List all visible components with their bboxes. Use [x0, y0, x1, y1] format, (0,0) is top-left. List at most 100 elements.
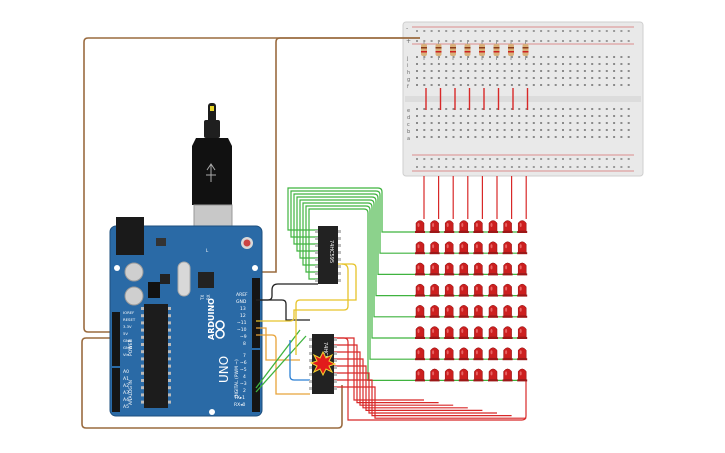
- led-matrix[interactable]: [415, 220, 528, 382]
- breadboard-hole: [481, 122, 484, 124]
- rail-hole: [540, 166, 543, 168]
- rail-hole: [627, 158, 630, 160]
- breadboard-hole: [445, 70, 448, 72]
- rail-hole: [489, 166, 491, 168]
- breadboard-hole: [416, 122, 418, 124]
- led: [415, 326, 425, 338]
- led: [430, 368, 439, 380]
- breadboard-hole: [562, 77, 564, 79]
- led: [488, 305, 498, 317]
- led-highlight: [519, 307, 522, 312]
- breadboard-hole: [459, 115, 462, 117]
- breadboard-hole: [510, 84, 513, 86]
- led: [474, 326, 483, 338]
- breadboard-hole: [489, 56, 491, 58]
- breadboard-hole: [474, 122, 477, 124]
- breadboard-hole: [598, 63, 601, 65]
- resistor-band: [464, 47, 471, 49]
- rail-hole: [598, 166, 601, 168]
- mcu-pin: [141, 335, 144, 339]
- breadboard-hole: [416, 129, 418, 131]
- rail-hole: [467, 158, 470, 160]
- breadboard-hole: [547, 122, 550, 124]
- led: [474, 220, 483, 232]
- rail-hole: [620, 158, 623, 160]
- resistor-body: [450, 44, 456, 56]
- breadboard-hole: [452, 122, 455, 124]
- led: [517, 262, 527, 274]
- rail-hole: [437, 30, 440, 32]
- breadboard-hole: [452, 70, 455, 72]
- brown-wire-inner: [262, 37, 420, 273]
- rail-hole: [459, 40, 462, 42]
- breadboard-hole: [613, 56, 616, 58]
- rail-hole: [605, 158, 608, 160]
- breadboard-hole: [510, 108, 513, 110]
- led: [444, 368, 454, 380]
- atmega-mcu: [144, 304, 168, 408]
- led: [415, 241, 425, 253]
- rail-hole: [591, 40, 594, 42]
- led: [488, 283, 498, 295]
- digital-header-bottom: [252, 350, 260, 412]
- led-highlight: [475, 371, 478, 376]
- led-base: [415, 273, 425, 276]
- breadboard-hole: [481, 129, 484, 131]
- breadboard-hole: [518, 108, 521, 110]
- breadboard-hole: [423, 115, 426, 117]
- breadboard-hole: [496, 56, 499, 58]
- rail-hole: [423, 166, 426, 168]
- breadboard[interactable]: - + j i h g f e d c b a: [402, 21, 644, 177]
- breadboard-hole: [525, 122, 528, 124]
- pin-label: AREF: [236, 292, 248, 298]
- breadboard-hole: [503, 56, 506, 58]
- arduino-uno-board[interactable]: ARDUINO UNO POWER ANALOG IN DIGITAL (PWM…: [109, 217, 263, 417]
- led-base: [415, 315, 425, 318]
- rail-hole: [562, 40, 564, 42]
- shift-register-top[interactable]: 74HC595: [315, 226, 341, 284]
- breadboard-hole: [452, 108, 455, 110]
- led: [459, 283, 469, 295]
- breadboard-hole: [416, 136, 418, 138]
- breadboard-hole: [518, 136, 521, 138]
- breadboard-hole: [467, 56, 470, 58]
- chip-pin: [309, 366, 312, 369]
- breadboard-hole: [518, 56, 521, 58]
- red-wire: [334, 365, 483, 411]
- breadboard-hole: [554, 63, 557, 65]
- rail-hole: [598, 158, 601, 160]
- led: [415, 220, 425, 232]
- led-highlight: [432, 350, 435, 355]
- led-highlight: [446, 329, 449, 333]
- breadboard-hole: [583, 136, 586, 138]
- led-highlight: [475, 223, 478, 227]
- led: [488, 241, 498, 253]
- rail-hole: [489, 40, 491, 42]
- shift-register-bottom[interactable]: 74HC595: [309, 334, 337, 394]
- rail-hole: [423, 158, 426, 160]
- capacitor-1: [124, 262, 144, 282]
- led-base: [415, 358, 425, 361]
- led-highlight: [519, 223, 522, 227]
- breadboard-hole: [554, 56, 557, 58]
- led-base: [488, 231, 498, 233]
- led-highlight: [475, 329, 478, 333]
- rail-hole: [503, 30, 506, 32]
- resistor-band: [450, 51, 456, 53]
- led-highlight: [490, 371, 493, 376]
- breadboard-hole: [437, 108, 440, 110]
- led: [459, 241, 469, 253]
- breadboard-hole: [598, 70, 601, 72]
- breadboard-hole: [598, 136, 601, 138]
- led-base: [458, 358, 469, 361]
- breadboard-hole: [510, 115, 513, 117]
- led-base: [429, 337, 440, 339]
- led-base: [502, 379, 513, 382]
- rail-hole: [445, 30, 448, 32]
- led-highlight: [519, 244, 522, 249]
- breadboard-hole: [518, 84, 521, 86]
- breadboard-hole: [576, 63, 579, 65]
- breadboard-hole: [569, 84, 572, 86]
- rail-hole: [430, 158, 433, 160]
- reset-button[interactable]: [243, 239, 251, 247]
